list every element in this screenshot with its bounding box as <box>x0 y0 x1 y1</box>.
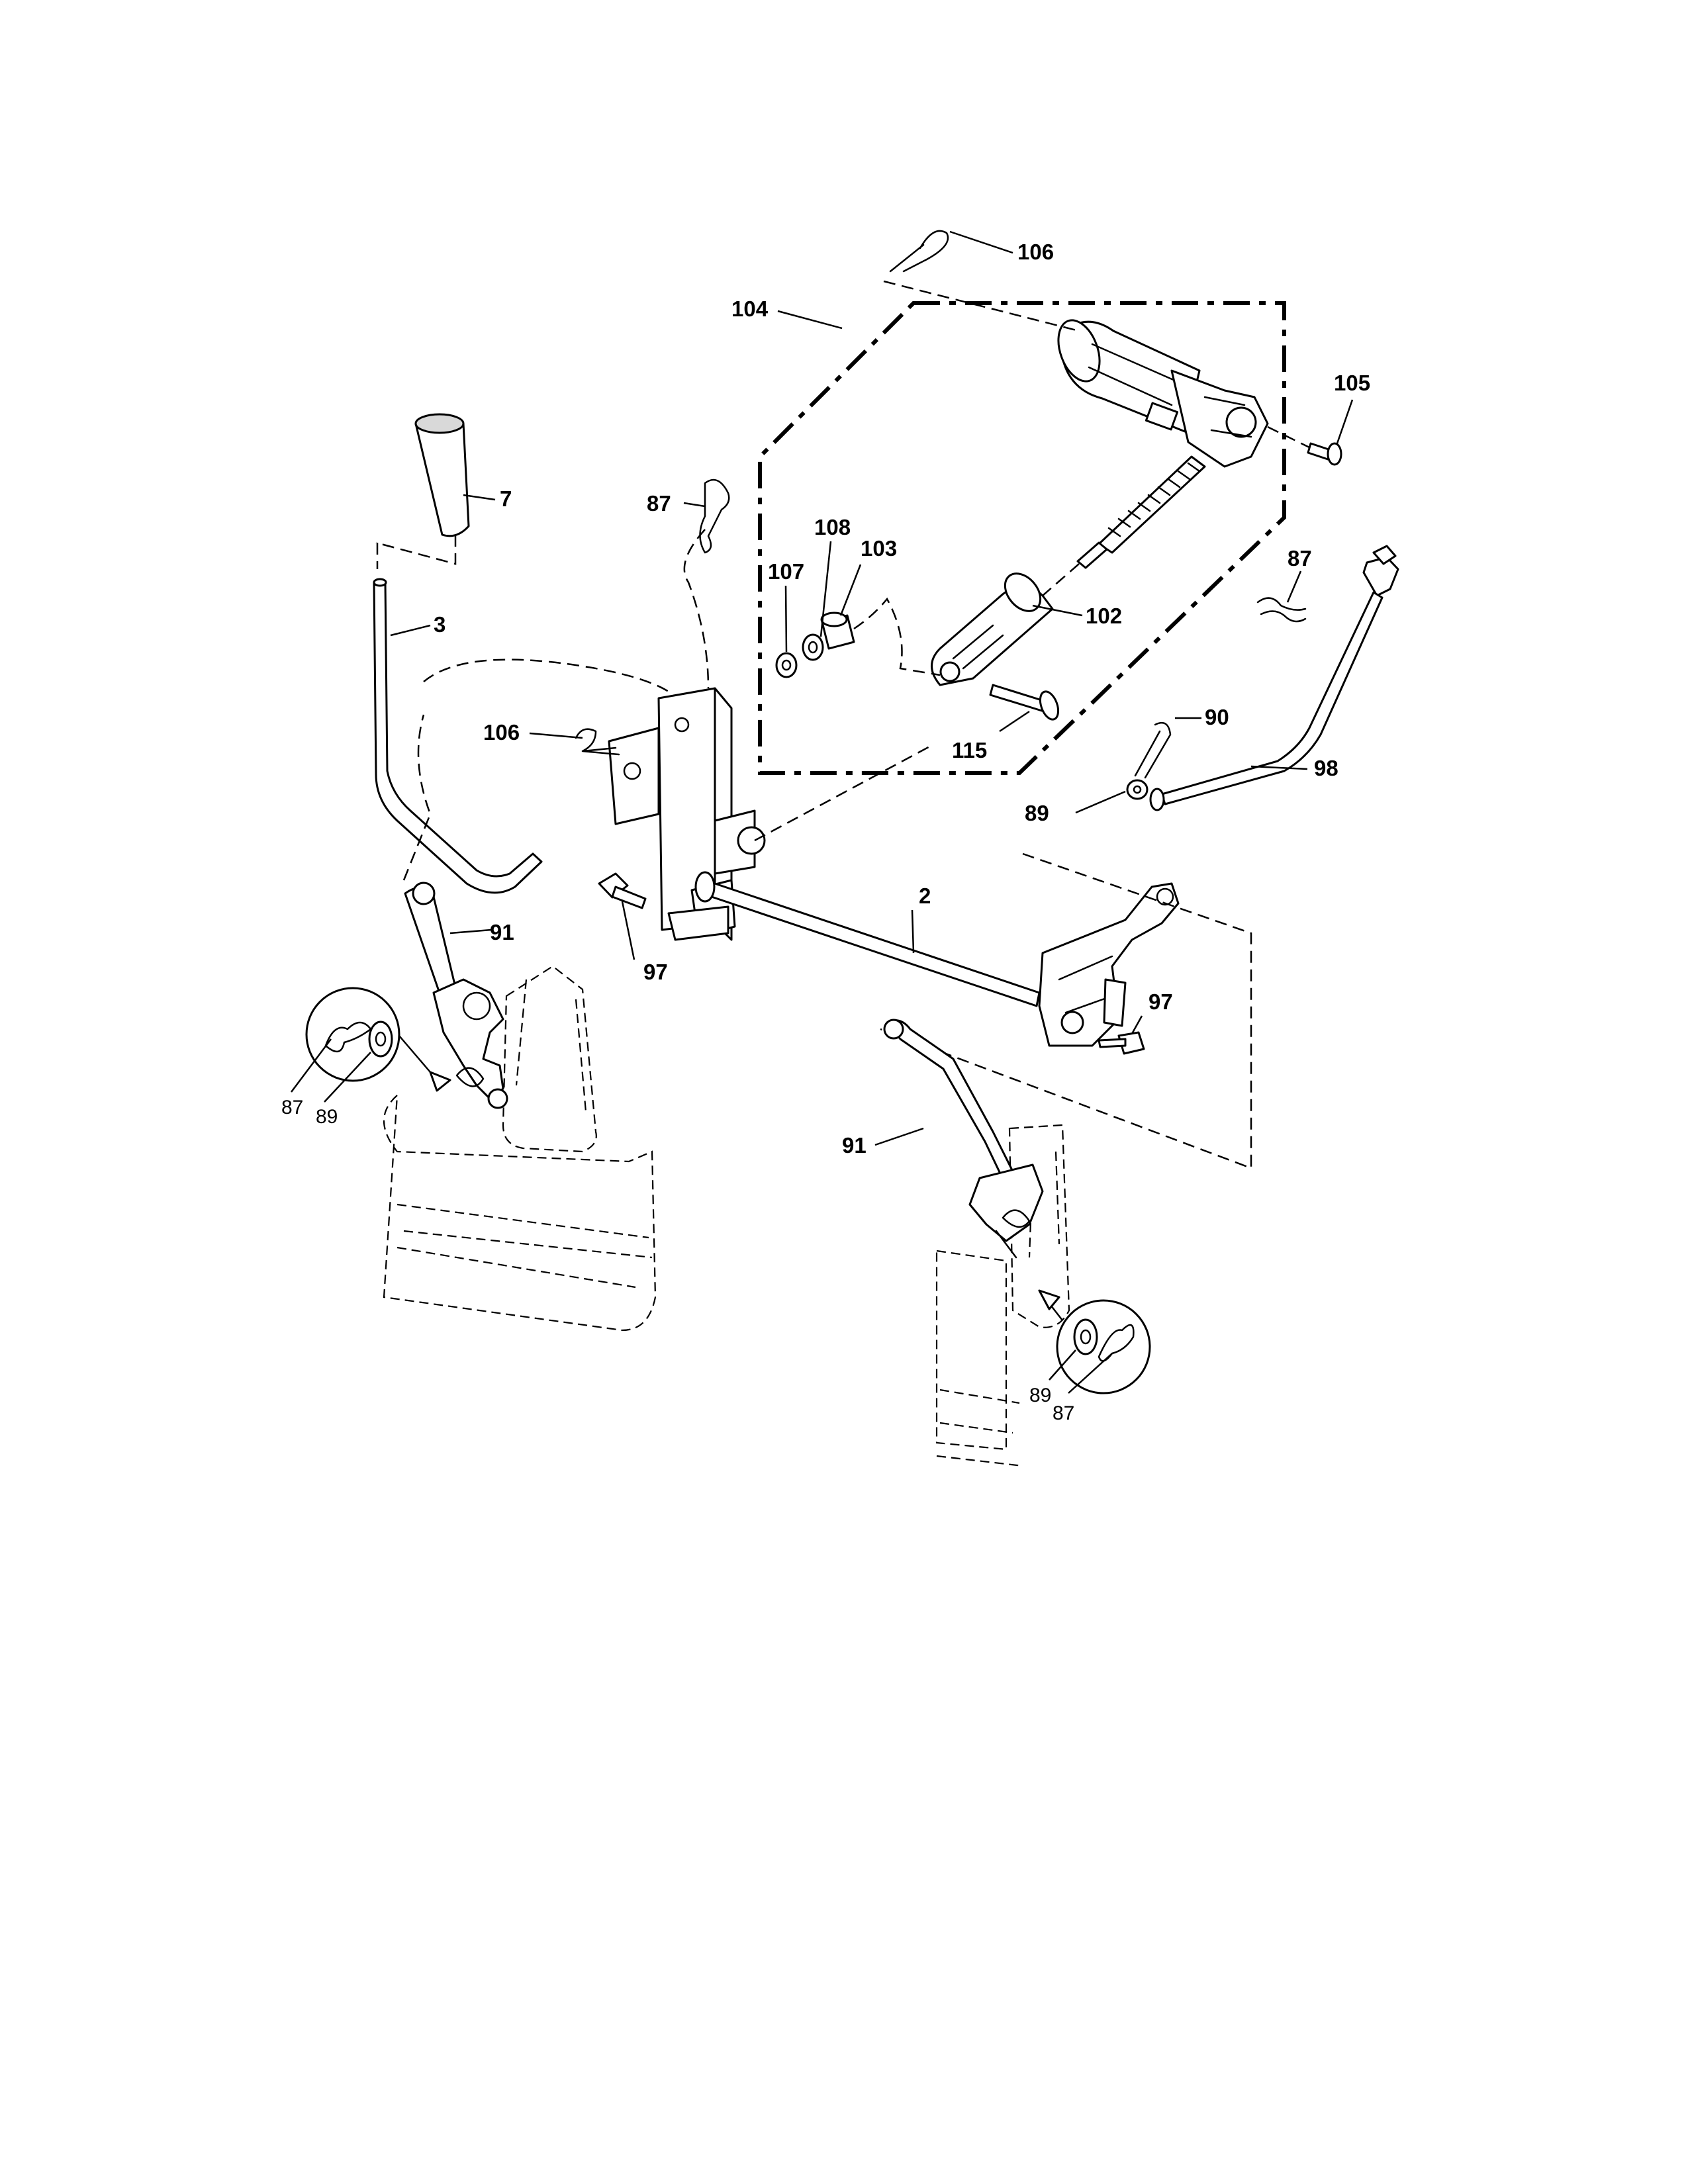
pin-line-top <box>883 280 1080 332</box>
left-deck-ghost <box>383 965 657 1332</box>
washer-108 <box>802 633 824 661</box>
bolt-97-left <box>598 872 647 909</box>
callout-89-right: 89 <box>1025 801 1049 825</box>
callout-2: 2 <box>919 884 931 908</box>
right-lift-arm <box>1038 882 1180 1047</box>
callout-91-right: 91 <box>842 1133 867 1158</box>
right-detail-circle <box>1038 1289 1151 1394</box>
lever-link-left <box>404 882 458 1002</box>
cotter-87-center <box>699 478 730 554</box>
lift-link-91-right <box>883 1019 1044 1259</box>
handle-line <box>375 535 457 565</box>
cotter-90 <box>1134 721 1172 779</box>
callout-102: 102 <box>1086 604 1122 628</box>
bolt-105 <box>1307 442 1342 466</box>
link-rod-98 <box>1149 545 1399 811</box>
lever-line-lower <box>402 714 432 881</box>
callout-115: 115 <box>952 738 987 762</box>
callout-105: 105 <box>1334 371 1370 395</box>
washer-107 <box>775 652 798 678</box>
callout-7: 7 <box>500 486 512 511</box>
lift-bracket <box>608 687 766 941</box>
washer-89-right <box>1126 779 1149 800</box>
callout-89-left-detail: 89 <box>316 1106 338 1128</box>
clevis-tube <box>931 572 1054 686</box>
arm-link-line <box>880 852 1252 1169</box>
callout-3: 3 <box>434 612 445 637</box>
cotter-106-mid <box>575 728 620 756</box>
callout-98: 98 <box>1314 756 1338 780</box>
lift-link-91-left <box>432 978 508 1109</box>
callout-106-top: 106 <box>1017 240 1054 264</box>
screw-to-tube-line <box>1042 563 1080 596</box>
callout-87-right-detail: 87 <box>1053 1402 1074 1424</box>
cotter-87-right <box>1256 597 1307 623</box>
lead-screw <box>1076 455 1206 569</box>
callout-90: 90 <box>1205 705 1229 729</box>
cross-shaft <box>694 871 1041 1007</box>
cotter-87-line <box>683 529 710 689</box>
callout-97-right: 97 <box>1149 989 1173 1014</box>
callout-87-right: 87 <box>1288 546 1312 570</box>
lift-lever-rod <box>373 578 543 894</box>
callout-108: 108 <box>814 515 851 539</box>
callout-103: 103 <box>861 536 897 561</box>
clevis-pin <box>989 684 1060 721</box>
callout-97-left: 97 <box>643 960 668 984</box>
spacer-line <box>853 597 941 676</box>
callout-91-left: 91 <box>490 920 514 944</box>
lever-line <box>376 543 669 693</box>
bolt-97-right <box>1098 1031 1145 1055</box>
motor-assembly-outline <box>758 301 1286 775</box>
leader-lines <box>291 230 1354 1394</box>
callout-87-left-detail: 87 <box>281 1097 303 1118</box>
callout-89-right-detail: 89 <box>1029 1385 1051 1406</box>
callout-87-mid: 87 <box>647 491 671 516</box>
callout-104: 104 <box>731 296 769 321</box>
shaft-link-line <box>754 743 934 842</box>
bolt-line <box>1267 426 1310 449</box>
left-detail-circle <box>305 987 451 1092</box>
lift-motor <box>1057 319 1269 468</box>
cotter-pin-106-top <box>889 230 949 273</box>
spacer-103 <box>820 612 855 650</box>
callout-106-mid: 106 <box>483 720 520 745</box>
handle-grip <box>414 413 470 537</box>
callout-107: 107 <box>768 559 804 584</box>
